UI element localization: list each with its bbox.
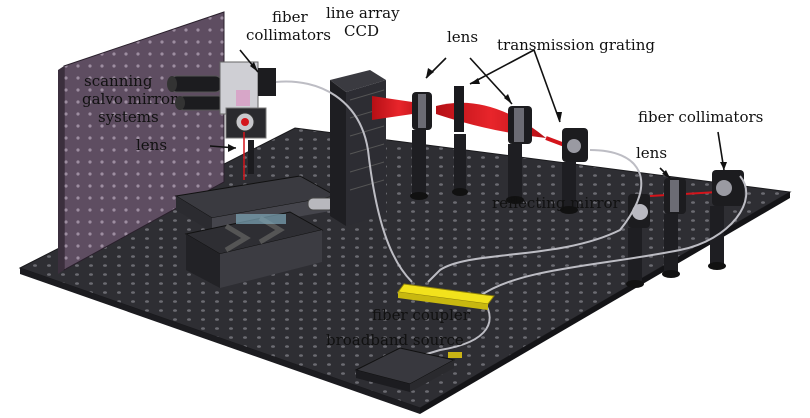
lens-mount-2 bbox=[506, 106, 532, 204]
label-lens-top: lens bbox=[447, 28, 478, 46]
label-transmission-grating: transmission grating bbox=[497, 36, 655, 54]
label-lens-right: lens bbox=[636, 144, 667, 162]
line-array-ccd bbox=[330, 70, 386, 226]
label-reflecting-mirror: reflecting mirror bbox=[492, 194, 621, 212]
reflecting-mirror bbox=[626, 194, 650, 288]
broadband-source bbox=[354, 347, 462, 392]
label-scanning: scanning bbox=[84, 72, 153, 90]
fiber-collimator-mount-grating bbox=[560, 128, 588, 214]
label-fiber-collimators-top-2: collimators bbox=[246, 26, 331, 44]
label-systems: systems bbox=[98, 108, 159, 126]
arrow-heads bbox=[228, 62, 727, 178]
lens-mount-right bbox=[662, 178, 686, 278]
label-line-array: line array bbox=[326, 4, 400, 22]
fiber-coupler bbox=[397, 283, 495, 310]
transmission-grating-mount bbox=[452, 86, 468, 196]
arrow-grating-2 bbox=[533, 49, 561, 123]
lens-mount-1 bbox=[410, 92, 432, 200]
translation-stage bbox=[174, 175, 338, 288]
arrow-lens-top-right bbox=[469, 57, 513, 105]
text-labels: fiber collimators line array CCD lens tr… bbox=[82, 4, 763, 349]
label-fiber-coupler: fiber coupler bbox=[372, 306, 471, 324]
label-ccd: CCD bbox=[344, 22, 379, 40]
label-galvo-mirror: galvo mirror bbox=[82, 90, 178, 108]
label-fiber-collimators-right: fiber collimators bbox=[638, 108, 763, 126]
label-broadband-source: broadband source bbox=[326, 331, 464, 349]
label-fiber-collimators-top-1: fiber bbox=[272, 8, 308, 26]
label-lens-left: lens bbox=[136, 136, 167, 154]
galvo-mirror-system bbox=[167, 61, 276, 180]
arrow-grating-1 bbox=[469, 49, 535, 85]
